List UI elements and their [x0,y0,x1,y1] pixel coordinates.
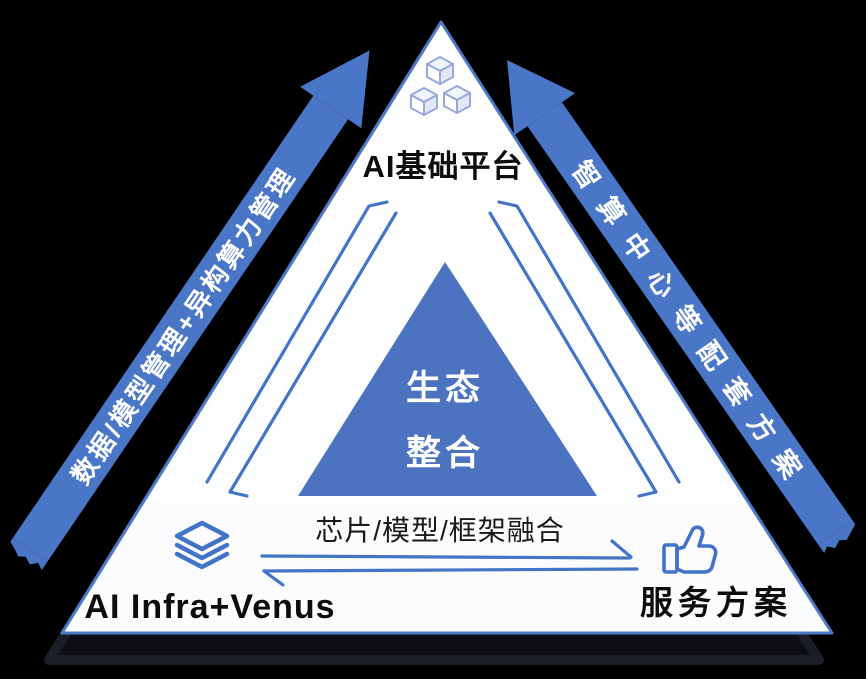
cubes-icon [410,56,471,116]
left-banner-fringe-tail [10,538,48,571]
layers-icon [174,520,230,570]
top-vertex-label: AI基础平台 [363,149,524,184]
left-banner-ribbon [12,95,349,562]
bottom-flow-arrows-icon [260,539,639,587]
right-side-flow-arrow-icon [488,200,681,498]
bottom-left-vertex-label: AI Infra+Venus [84,588,335,626]
bottom-right-vertex-label: 服务方案 [640,584,792,621]
right-banner-fringe-tail [818,520,856,554]
center-label-line1: 生态 [406,369,484,408]
inner-triangle [298,262,597,496]
left-side-flow-arrow-icon [205,200,398,498]
right-banner-ribbon [527,102,853,545]
left-banner-arrowhead-icon [300,50,370,129]
right-banner-arrowhead-icon [507,60,576,136]
bottom-edge-label: 芯片/模型/框架融合 [315,515,565,546]
thumbs-up-icon [662,525,718,574]
center-label-line2: 整合 [406,434,484,473]
